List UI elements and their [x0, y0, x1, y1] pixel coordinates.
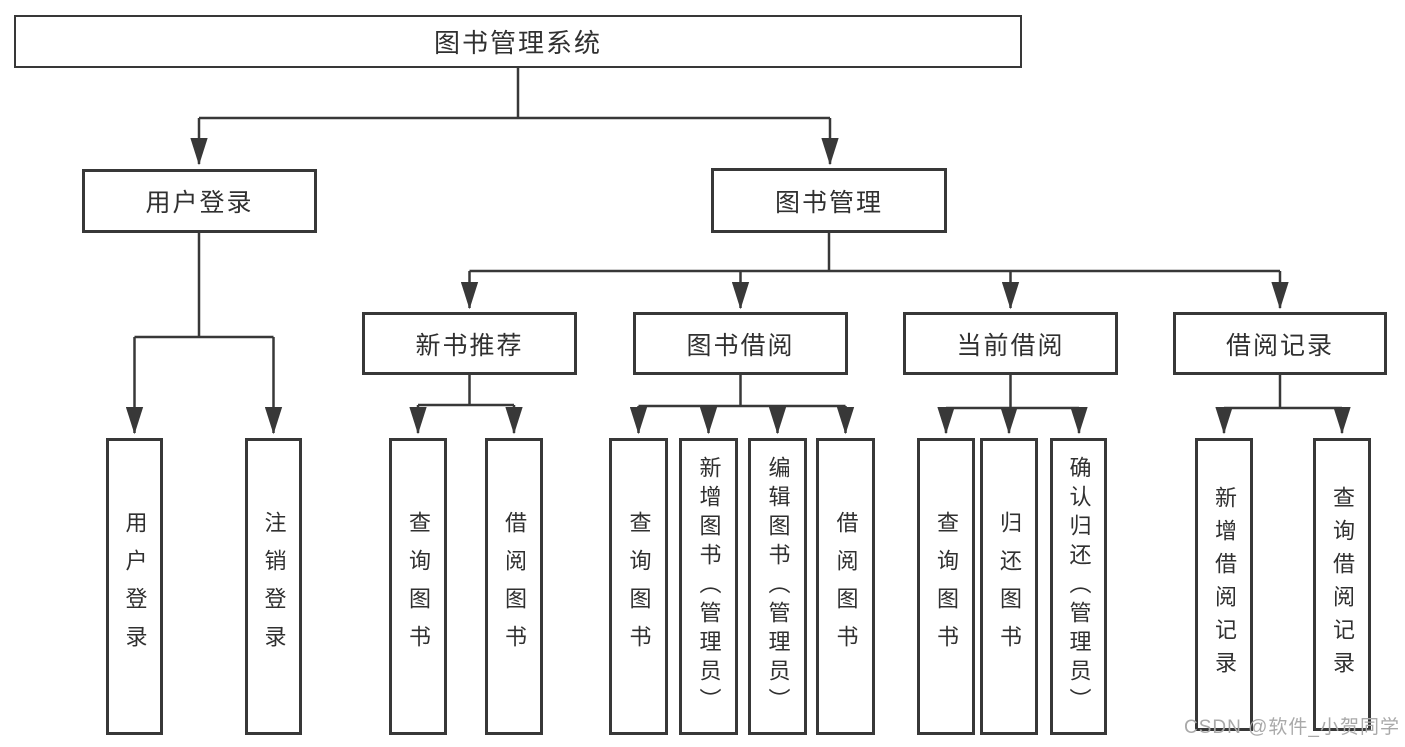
- node-book-borrowing: 图书借阅: [633, 312, 848, 375]
- leaf-label: 查询图书: [934, 510, 959, 663]
- leaf-label: 归还图书: [997, 510, 1022, 663]
- node-borrowing-records: 借阅记录: [1173, 312, 1387, 375]
- node-label: 图书管理: [774, 188, 883, 217]
- leaf-label: 确认归还（管理员）: [1066, 456, 1092, 717]
- leaf-query-books: 查询图书: [609, 438, 668, 735]
- leaf-label: 查询图书: [626, 510, 652, 663]
- leaf-label: 查询图书: [406, 510, 431, 663]
- leaf-label: 注销登录: [261, 510, 287, 663]
- node-user-login: 用户登录: [82, 169, 317, 233]
- leaf-add-borrow-record: 新增借阅记录: [1195, 438, 1253, 731]
- leaf-logout: 注销登录: [245, 438, 302, 735]
- leaf-borrow-books: 借阅图书: [485, 438, 543, 735]
- leaf-label: 查询借阅记录: [1330, 485, 1355, 684]
- leaf-borrow-books: 借阅图书: [816, 438, 875, 735]
- leaf-label: 借阅图书: [833, 510, 859, 663]
- node-library-management-system: 图书管理系统: [14, 15, 1022, 68]
- leaf-edit-books-admin: 编辑图书（管理员）: [748, 438, 807, 735]
- node-current-borrowing: 当前借阅: [903, 312, 1118, 375]
- leaf-query-books: 查询图书: [917, 438, 975, 735]
- leaf-label: 编辑图书（管理员）: [765, 456, 791, 717]
- leaf-query-books: 查询图书: [389, 438, 447, 735]
- leaf-add-books-admin: 新增图书（管理员）: [679, 438, 738, 735]
- node-label: 新书推荐: [415, 331, 524, 360]
- leaf-label: 用户登录: [122, 510, 148, 663]
- leaf-label: 新增借阅记录: [1212, 485, 1237, 684]
- leaf-label: 新增图书（管理员）: [696, 456, 722, 717]
- node-label: 图书借阅: [686, 331, 795, 360]
- node-new-book-recommendation: 新书推荐: [362, 312, 577, 375]
- node-label: 用户登录: [145, 189, 254, 217]
- node-label: 借阅记录: [1225, 331, 1334, 360]
- node-label: 图书管理系统: [433, 28, 602, 58]
- leaf-return-books: 归还图书: [980, 438, 1038, 735]
- leaf-query-borrow-record: 查询借阅记录: [1313, 438, 1371, 731]
- csdn-watermark: CSDN @软件_小贺同学: [1184, 717, 1400, 738]
- node-book-management: 图书管理: [711, 168, 947, 233]
- leaf-confirm-return-admin: 确认归还（管理员）: [1050, 438, 1107, 735]
- leaf-user-login: 用户登录: [106, 438, 163, 735]
- node-label: 当前借阅: [956, 331, 1065, 360]
- leaf-label: 借阅图书: [502, 510, 527, 663]
